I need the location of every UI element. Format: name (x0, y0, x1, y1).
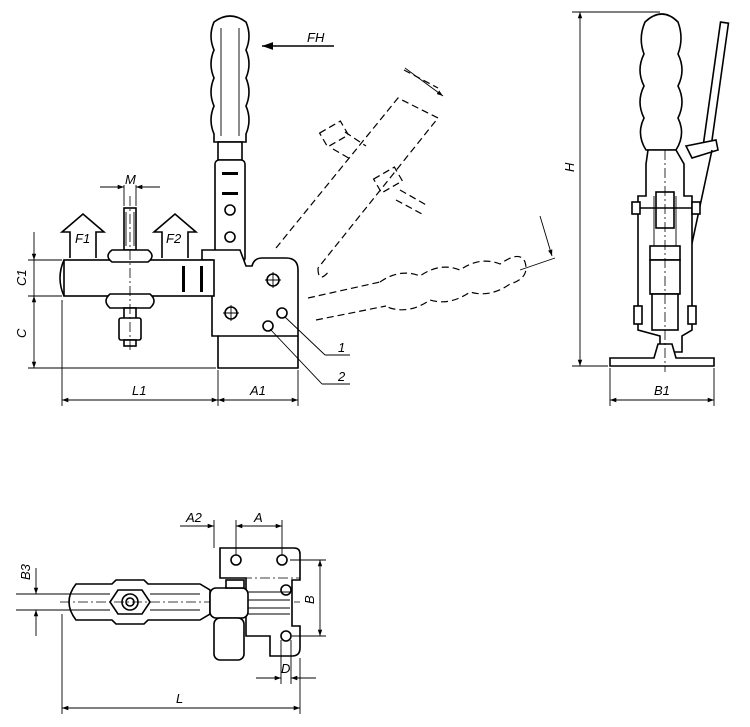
dim-h: H (562, 11, 660, 367)
side-handle-grip (639, 13, 683, 151)
label-callout-1: 1 (338, 340, 345, 355)
callout-2: 2 (269, 328, 350, 385)
top-view: A2 A B B3 D (16, 510, 326, 714)
label-b: B (302, 595, 317, 604)
lever-pin-upper (224, 204, 236, 216)
dim-l1: L1 (61, 300, 219, 406)
label-c: C (14, 328, 29, 338)
dim-m: M (100, 172, 160, 206)
side-view: H B1 (562, 11, 730, 406)
label-fh: FH (307, 30, 325, 45)
dim-b: B (290, 559, 326, 637)
label-m: M (125, 172, 136, 187)
label-b3: B3 (18, 563, 33, 580)
front-view: M F1 F2 FH (14, 15, 556, 406)
dim-l: L (61, 614, 301, 714)
label-d: D (281, 661, 290, 676)
lever-slot-2 (222, 192, 238, 195)
label-a: A (253, 510, 263, 525)
label-f2: F2 (166, 231, 182, 246)
label-c1: C1 (14, 269, 29, 286)
base-hole-2 (262, 320, 274, 332)
clamp-arm (63, 259, 215, 297)
center-mark (223, 272, 281, 321)
base-hole-1 (276, 307, 288, 319)
dim-d: D (256, 640, 316, 684)
label-f1: F1 (75, 231, 90, 246)
label-h: H (562, 162, 577, 172)
top-pivot-block (209, 587, 249, 619)
open-position-phantom (275, 67, 556, 321)
side-lower-pin-left (633, 305, 643, 325)
grip-inner-line (220, 28, 240, 136)
force-arrow-f1: F1 (59, 212, 107, 258)
dim-a1: A1 (218, 370, 299, 406)
dim-c1: C1 (14, 232, 62, 297)
dim-a: A (236, 510, 283, 555)
lever-pin-lower (224, 231, 236, 243)
top-pivot-slot (225, 579, 245, 589)
handle-shank (217, 141, 243, 161)
label-a2: A2 (185, 510, 203, 525)
side-lever-link (684, 139, 719, 159)
label-b1: B1 (654, 383, 670, 398)
label-l1: L1 (132, 383, 146, 398)
top-arm-inner (80, 593, 200, 611)
dim-c: C (14, 296, 216, 369)
side-lower-pin-right (687, 305, 697, 325)
arm-slot-1 (182, 266, 185, 292)
clamp-arm-end (59, 259, 65, 297)
side-pin-head-left (631, 201, 641, 215)
handle-grip (210, 15, 250, 143)
label-a1: A1 (249, 383, 266, 398)
top-base-plate (219, 547, 301, 657)
callout-1: 1 (284, 316, 350, 356)
label-l: L (176, 691, 183, 706)
side-lever (702, 21, 730, 145)
dim-b1: B1 (609, 368, 715, 406)
spindle-thread-top (125, 212, 135, 246)
dim-a2: A2 (180, 510, 237, 555)
top-hole-3 (280, 630, 292, 642)
side-base-foot (609, 343, 715, 367)
dim-b3: B3 (16, 563, 80, 636)
top-handle (213, 617, 245, 661)
top-lever-bars (248, 591, 290, 615)
label-callout-2: 2 (337, 369, 346, 384)
force-fh: FH (262, 30, 334, 50)
top-hole-2 (276, 554, 288, 566)
side-pin-head-right (691, 201, 701, 215)
top-hole-4 (280, 584, 292, 596)
lever-slot-1 (222, 172, 238, 175)
arm-slot-2 (200, 266, 203, 292)
top-hole-1 (230, 554, 242, 566)
force-arrow-f2: F2 (151, 212, 199, 258)
